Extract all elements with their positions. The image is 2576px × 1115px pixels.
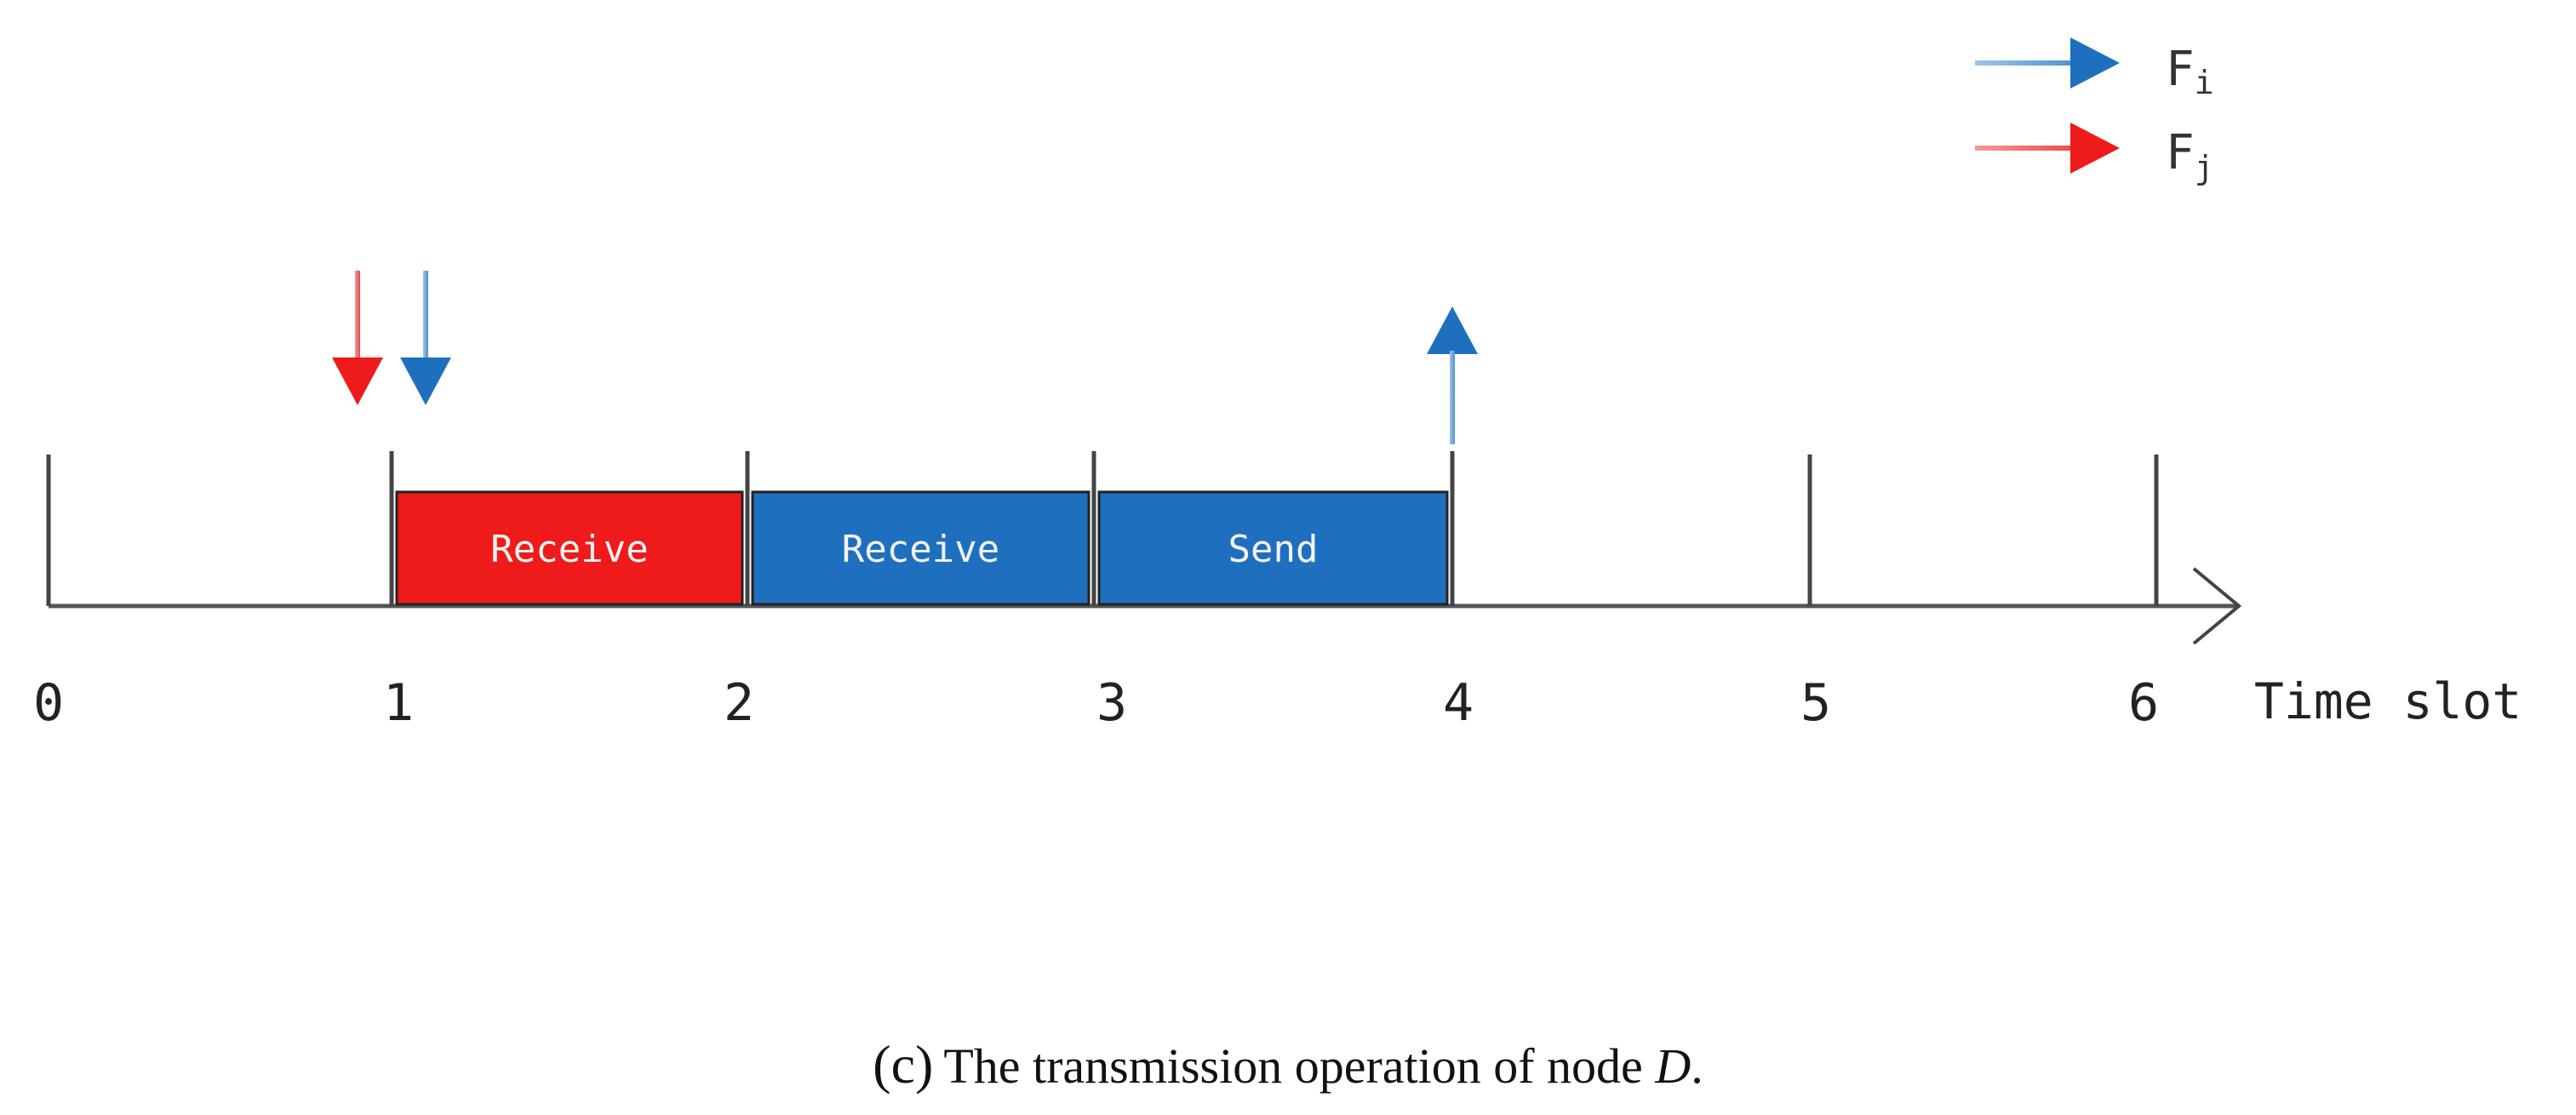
tick-labels: 0 1 2 3 4 5 6 bbox=[33, 673, 2159, 733]
time-axis-label: Time slot bbox=[2254, 672, 2522, 730]
tick-label-2: 2 bbox=[724, 673, 754, 733]
arrival-arrow-head-2 bbox=[400, 357, 451, 405]
tick-label-4: 4 bbox=[1443, 673, 1474, 733]
legend-fi-arrow-head bbox=[2070, 37, 2120, 89]
legend-fi-label: Fi bbox=[2166, 42, 2214, 101]
timeline: Receive Receive Send 0 1 2 3 4 5 6 Time slot bbox=[33, 271, 2522, 733]
arrivals bbox=[332, 271, 1478, 444]
block-label-2: Receive bbox=[842, 528, 999, 571]
arrival-arrow-head-1 bbox=[332, 357, 383, 405]
tick-label-5: 5 bbox=[1800, 673, 1831, 733]
block-1 bbox=[395, 490, 744, 606]
arrival-arrow-head-3 bbox=[1427, 306, 1478, 354]
arrival-arrow-3 bbox=[1427, 306, 1478, 444]
figure-caption: (c)The transmission operation of node D. bbox=[873, 1034, 1703, 1095]
tick-lines bbox=[46, 451, 2159, 606]
tick-label-1: 1 bbox=[383, 673, 414, 733]
arrival-arrow-2 bbox=[400, 271, 451, 405]
caption-node: D bbox=[1654, 1038, 1691, 1094]
arrival-arrow-shaft-1 bbox=[355, 271, 360, 363]
block-label-3: Send bbox=[1228, 528, 1319, 571]
legend-item-fi: Fi bbox=[1975, 37, 2214, 101]
arrival-arrow-shaft-2 bbox=[423, 271, 428, 363]
caption-text: The transmission operation of node bbox=[943, 1038, 1655, 1094]
block-label-1: Receive bbox=[490, 528, 648, 571]
block-2 bbox=[751, 490, 1091, 606]
arrival-arrow-1 bbox=[332, 271, 383, 405]
tick-label-3: 3 bbox=[1096, 673, 1127, 733]
caption-label: (c) bbox=[873, 1034, 933, 1095]
tick-label-0: 0 bbox=[33, 673, 64, 733]
legend-fj-arrow-head bbox=[2070, 123, 2120, 174]
legend-item-fj: Fj bbox=[1975, 123, 2214, 186]
legend-fi-arrow-shaft bbox=[1975, 60, 2075, 66]
legend: Fi Fj bbox=[1975, 37, 2214, 186]
block-3 bbox=[1097, 490, 1449, 606]
arrival-arrow-shaft-3 bbox=[1450, 351, 1455, 444]
tick-label-6: 6 bbox=[2128, 673, 2159, 733]
blocks: Receive Receive Send bbox=[395, 490, 1449, 606]
time-axis-arrow-head bbox=[2192, 567, 2242, 645]
caption-end: . bbox=[1691, 1038, 1703, 1094]
legend-fj-arrow-shaft bbox=[1975, 146, 2075, 151]
legend-fj-label: Fj bbox=[2166, 125, 2214, 186]
